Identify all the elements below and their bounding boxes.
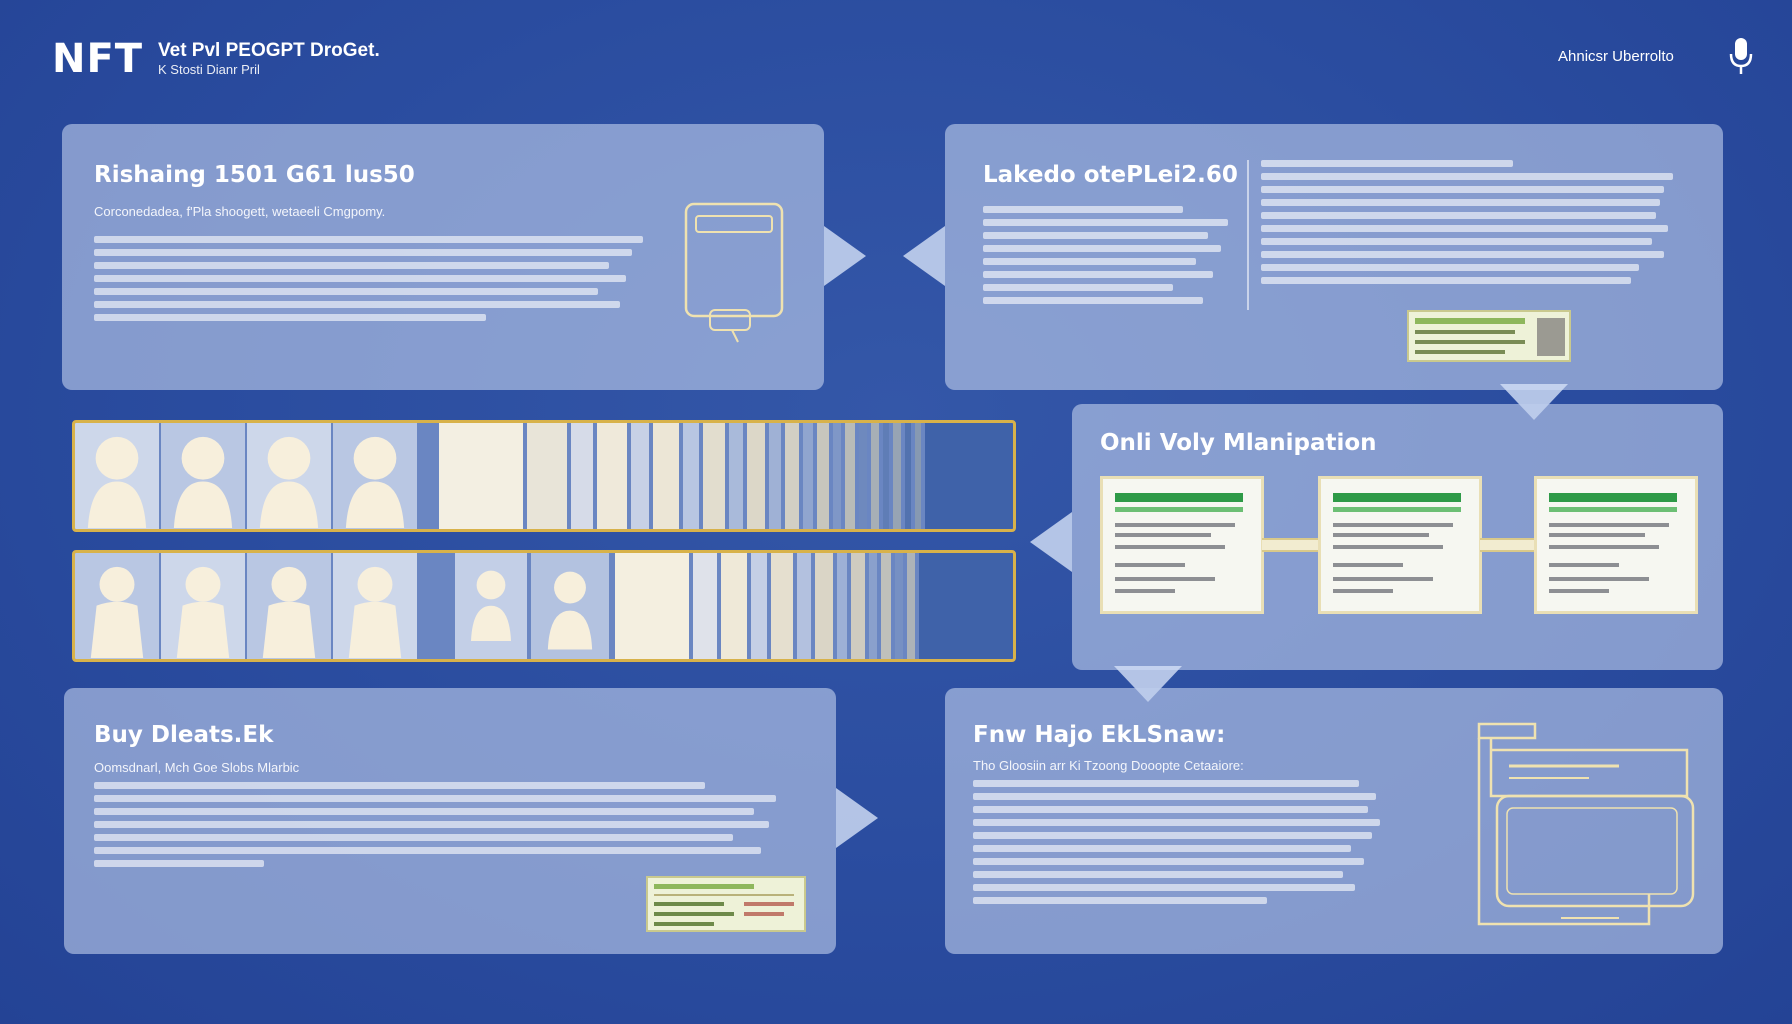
panel-subtitle: Tho Gloosiin arr Ki Tzoong Dooopte Cetaa…: [973, 758, 1244, 773]
panel-top-left: Rishaing 1501 G61 lus50 Corconedadea, f'…: [62, 124, 824, 390]
top-right-link[interactable]: Ahnicsr Uberrolto: [1558, 48, 1674, 65]
panel-subtitle: Oomsdnarl, Mch Goe Slobs Mlarbic: [94, 760, 300, 775]
panel-middle-right: Onli Voly Mlanipation: [1072, 404, 1723, 670]
person-silhouette-icon: [471, 570, 511, 641]
panel-body-text: [94, 782, 804, 867]
person-silhouette-icon: [259, 436, 319, 529]
header-title: Vet Pvl PEOGPT DroGet.: [158, 40, 380, 61]
panel-title: Buy Dleats.Ek: [94, 722, 274, 748]
panel-subtitle: Corconedadea, f'Pla shoogett, wetaeeli C…: [94, 204, 386, 219]
header-subtitle: K Stosti Dianr Pril: [158, 62, 260, 77]
panel-title: Lakedo otePLei2.60: [983, 162, 1238, 188]
arrow-right-icon: [836, 788, 878, 848]
arrow-left-icon: [903, 226, 945, 286]
panel-title: Fnw Hajo EkLSnaw:: [973, 722, 1226, 748]
image-strip-bottom: [72, 550, 1016, 662]
panel-body-text: [94, 236, 654, 321]
panel-body-text-right: [1261, 160, 1681, 284]
panel-body-text: [973, 780, 1393, 904]
panel-title: Onli Voly Mlanipation: [1100, 430, 1377, 456]
arrow-right-icon: [824, 226, 866, 286]
divider: [1247, 160, 1249, 310]
document-card: [1318, 476, 1482, 614]
person-silhouette-icon: [90, 566, 144, 659]
microphone-icon[interactable]: [1728, 36, 1754, 76]
logo: NFT: [52, 36, 144, 82]
document-card: [1100, 476, 1264, 614]
person-silhouette-icon: [87, 436, 147, 529]
document-thumbnail: [646, 876, 806, 932]
connector: [1262, 538, 1318, 552]
document-card: [1534, 476, 1698, 614]
person-silhouette-icon: [547, 571, 593, 650]
document-thumbnail: [1407, 310, 1571, 362]
person-silhouette-icon: [176, 566, 230, 659]
person-silhouette-icon: [262, 566, 316, 659]
wallet-card-icon: [1477, 722, 1695, 926]
person-silhouette-icon: [173, 436, 233, 529]
panel-top-right: Lakedo otePLei2.60: [945, 124, 1723, 390]
person-silhouette-icon: [348, 566, 402, 659]
panel-title: Rishaing 1501 G61 lus50: [94, 162, 415, 188]
connector: [1480, 538, 1536, 552]
panel-body-text-left: [983, 206, 1233, 304]
person-silhouette-icon: [345, 436, 405, 529]
arrow-left-icon: [1030, 512, 1072, 572]
panel-bottom-left: Buy Dleats.Ek Oomsdnarl, Mch Goe Slobs M…: [64, 688, 836, 954]
panel-bottom-right: Fnw Hajo EkLSnaw: Tho Gloosiin arr Ki Tz…: [945, 688, 1723, 954]
tablet-icon: [684, 202, 784, 343]
image-strip-top: [72, 420, 1016, 532]
